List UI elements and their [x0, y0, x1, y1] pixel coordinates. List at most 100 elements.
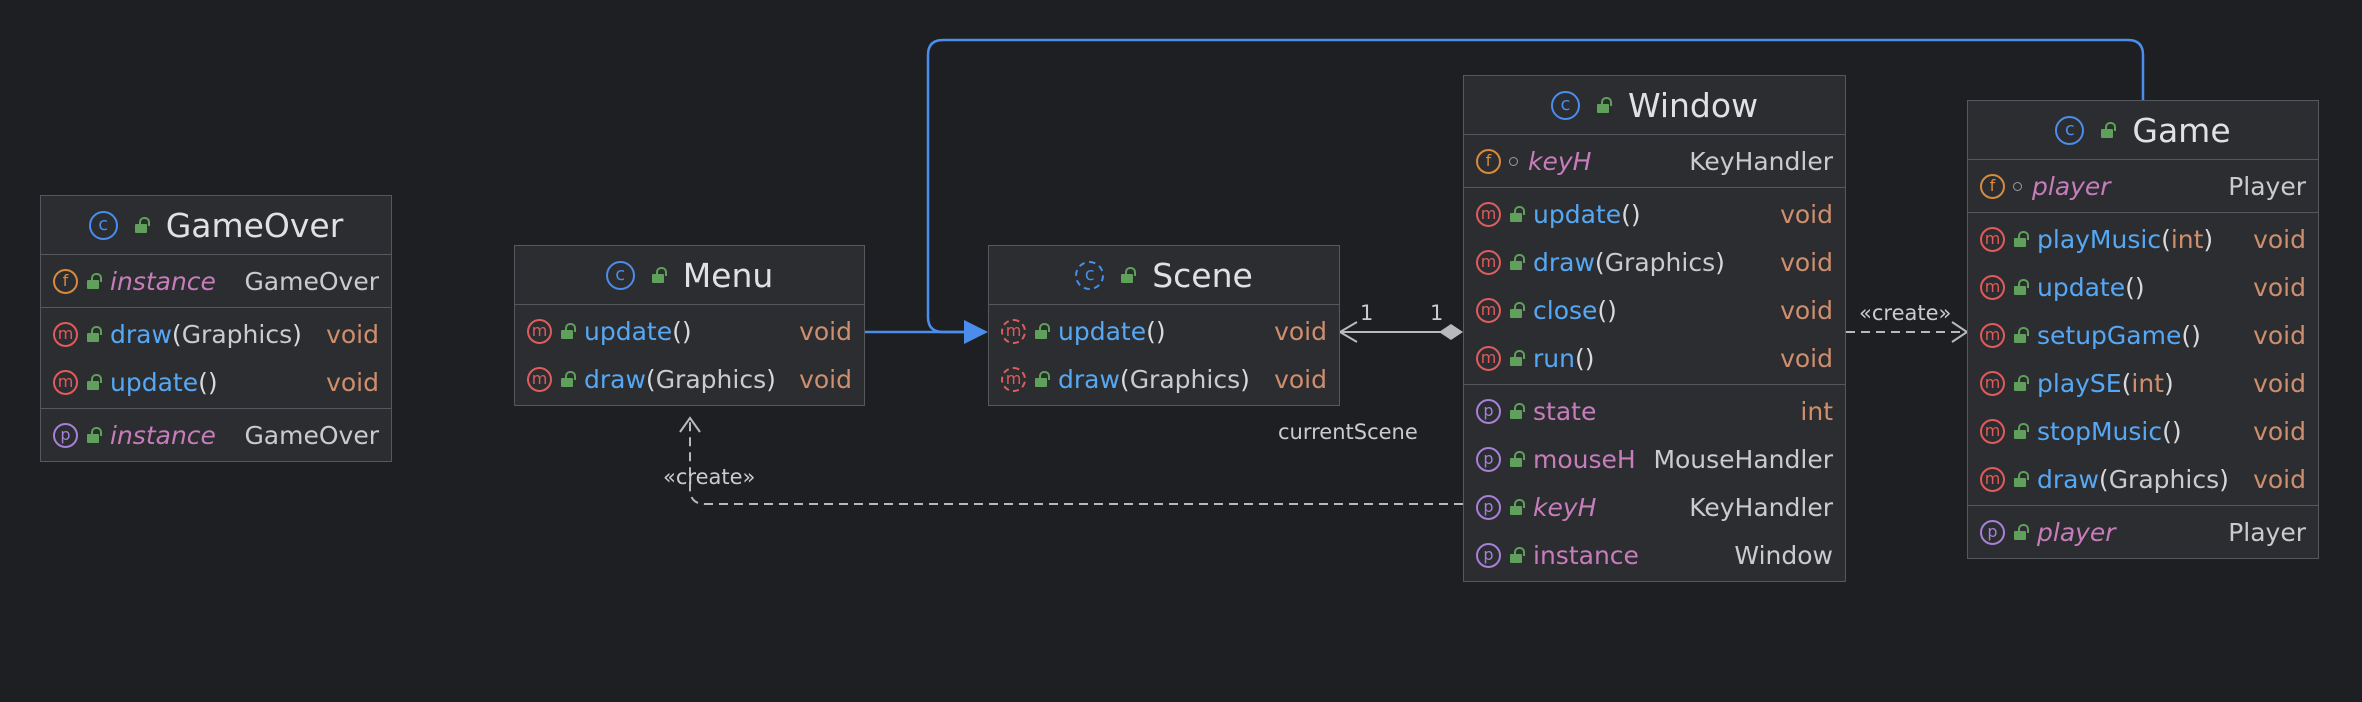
property-icon: p: [53, 422, 78, 448]
property-icon: p: [1476, 398, 1501, 424]
method-row[interactable]: m setupGame() void: [1968, 311, 2318, 359]
method-params: Graphics: [2108, 464, 2220, 494]
property-row[interactable]: p player Player: [1968, 508, 2318, 556]
class-game[interactable]: c Game f player Player m playMusic(int) …: [1967, 100, 2319, 559]
method-name: draw: [1533, 247, 1595, 277]
method-name: setupGame: [2037, 320, 2182, 350]
method-type: void: [799, 364, 852, 394]
method-row[interactable]: m draw(Graphics) void: [1968, 455, 2318, 503]
inheritance-arrowhead: [964, 320, 988, 344]
method-icon: m: [1476, 201, 1501, 227]
method-type: void: [1274, 364, 1327, 394]
method-icon: m: [1980, 418, 2005, 444]
method-icon: m: [527, 366, 552, 392]
field-row[interactable]: f player Player: [1968, 162, 2318, 210]
public-icon: [2013, 423, 2029, 439]
property-icon: p: [1476, 446, 1501, 472]
public-icon: [1509, 350, 1525, 366]
public-icon: [2013, 524, 2029, 540]
field-icon: f: [53, 268, 78, 294]
public-icon: [1509, 403, 1525, 419]
method-name: draw: [110, 319, 172, 349]
method-icon: m: [1476, 297, 1501, 323]
class-name: Menu: [682, 255, 774, 295]
method-row[interactable]: m run() void: [1464, 334, 1845, 382]
property-type: int: [1800, 396, 1833, 426]
method-row[interactable]: m draw(Graphics) void: [41, 310, 391, 358]
public-icon: [1120, 267, 1137, 283]
public-icon: [2013, 327, 2029, 343]
abstract-method-icon: m: [1001, 366, 1026, 392]
property-type: KeyHandler: [1689, 492, 1833, 522]
method-row[interactable]: m draw(Graphics) void: [515, 355, 864, 403]
method-row[interactable]: m stopMusic() void: [1968, 407, 2318, 455]
public-icon: [560, 323, 576, 339]
method-params: Graphics: [1129, 364, 1241, 394]
class-scene[interactable]: c Scene m update() void m draw(Graphics)…: [988, 245, 1340, 406]
property-icon: p: [1980, 519, 2005, 545]
game-extends-scene-line: [926, 38, 2145, 334]
abstract-method-icon: m: [1001, 318, 1026, 344]
field-row[interactable]: f instance GameOver: [41, 257, 391, 305]
property-row[interactable]: p instance Window: [1464, 531, 1845, 579]
method-icon: m: [1980, 274, 2005, 300]
class-window[interactable]: c Window f keyH KeyHandler m update() vo…: [1463, 75, 1846, 582]
abstract-class-icon: c: [1075, 260, 1105, 290]
property-row[interactable]: p keyH KeyHandler: [1464, 483, 1845, 531]
field-row[interactable]: f keyH KeyHandler: [1464, 137, 1845, 185]
field-name: player: [2032, 171, 2111, 201]
method-row[interactable]: m update() void: [989, 307, 1339, 355]
property-type: GameOver: [244, 420, 379, 450]
method-name: draw: [2037, 464, 2099, 494]
method-type: void: [1780, 343, 1833, 373]
class-name: Game: [2132, 110, 2231, 150]
method-params: int: [2131, 368, 2164, 398]
method-name: draw: [1058, 364, 1120, 394]
public-icon: [1509, 254, 1525, 270]
property-name: state: [1533, 396, 1597, 426]
public-icon: [86, 326, 102, 342]
property-name: mouseH: [1533, 444, 1636, 474]
public-icon: [86, 427, 102, 443]
public-icon: [1034, 323, 1050, 339]
property-row[interactable]: p mouseH MouseHandler: [1464, 435, 1845, 483]
public-icon: [1509, 451, 1525, 467]
method-row[interactable]: m playSE(int) void: [1968, 359, 2318, 407]
class-menu[interactable]: c Menu m update() void m draw(Graphics) …: [514, 245, 865, 406]
public-icon: [651, 267, 667, 283]
public-icon: [2013, 279, 2029, 295]
class-name: Scene: [1152, 255, 1253, 295]
method-icon: m: [1980, 322, 2005, 348]
method-params: Graphics: [181, 319, 293, 349]
method-type: void: [2253, 368, 2306, 398]
method-row[interactable]: m draw(Graphics) void: [1464, 238, 1845, 286]
method-row[interactable]: m draw(Graphics) void: [989, 355, 1339, 403]
method-row[interactable]: m playMusic(int) void: [1968, 215, 2318, 263]
field-type: GameOver: [244, 266, 379, 296]
method-icon: m: [1980, 466, 2005, 492]
method-name: close: [1533, 295, 1598, 325]
class-icon: c: [1550, 90, 1580, 120]
method-type: void: [1274, 316, 1327, 346]
method-name: update: [1533, 199, 1622, 229]
method-row[interactable]: m update() void: [1464, 190, 1845, 238]
public-icon: [1509, 499, 1525, 515]
class-gameover[interactable]: c GameOver f instance GameOver m draw(Gr…: [40, 195, 392, 462]
method-row[interactable]: m update() void: [41, 358, 391, 406]
property-type: Player: [2228, 517, 2306, 547]
method-row[interactable]: m update() void: [1968, 263, 2318, 311]
method-row[interactable]: m close() void: [1464, 286, 1845, 334]
method-name: update: [1058, 316, 1147, 346]
method-type: void: [326, 319, 379, 349]
property-row[interactable]: p state int: [1464, 387, 1845, 435]
dependency-arrowhead-menu: [679, 416, 701, 433]
class-icon: c: [88, 210, 118, 240]
method-icon: m: [53, 321, 78, 347]
property-row[interactable]: p instance GameOver: [41, 411, 391, 459]
public-icon: [2100, 122, 2117, 138]
public-icon: [1509, 547, 1525, 563]
public-icon: [1034, 371, 1050, 387]
multiplicity-window-end: 1: [1430, 301, 1444, 325]
field-icon: f: [1980, 173, 2005, 199]
method-row[interactable]: m update() void: [515, 307, 864, 355]
